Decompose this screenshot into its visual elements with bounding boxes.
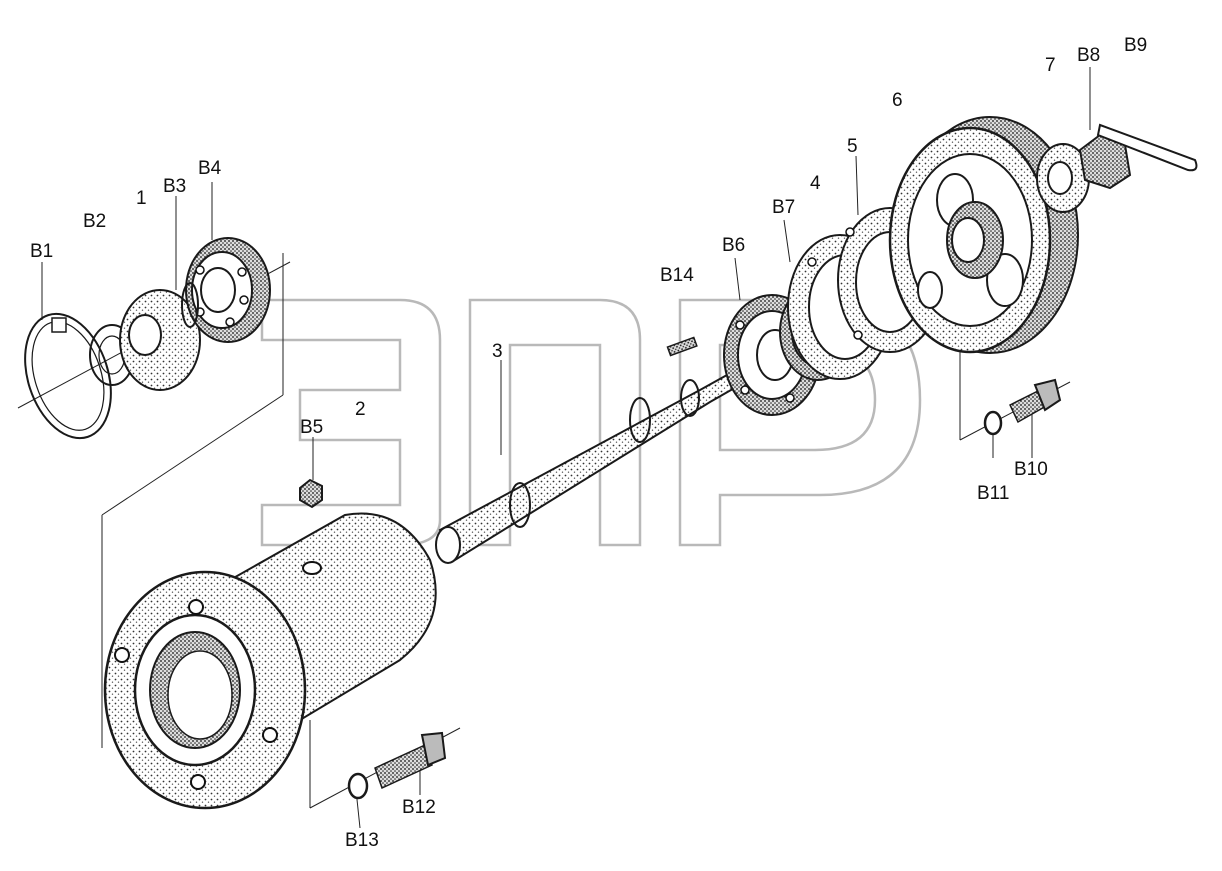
pulley-6: [888, 116, 1079, 354]
label-b3: B3: [163, 176, 187, 197]
retaining-ring-b1: [24, 312, 112, 440]
shaft-3: [435, 363, 754, 564]
label-b7: B7: [772, 197, 796, 218]
label-6: 6: [892, 90, 903, 111]
label-3: 3: [492, 341, 503, 362]
spacer-disc-1: [119, 289, 201, 391]
plug-b5: [299, 478, 323, 509]
label-b11: B11: [977, 483, 1010, 504]
label-4: 4: [810, 173, 821, 194]
label-b10: B10: [1014, 459, 1048, 480]
label-b6: B6: [722, 235, 746, 256]
bolt-b12: [374, 731, 447, 790]
label-7: 7: [1045, 55, 1056, 76]
label-b14: B14: [660, 265, 694, 286]
bolt-b10: [1009, 378, 1062, 424]
label-b2: B2: [83, 211, 107, 232]
housing-2: [103, 512, 437, 810]
label-b1: B1: [30, 241, 54, 262]
cotter-pin-b9: [1096, 123, 1198, 172]
label-1: 1: [136, 188, 147, 209]
bearing-b4: [181, 237, 271, 343]
label-b5: B5: [300, 417, 324, 438]
label-b12: B12: [402, 797, 436, 818]
key-b14: [666, 336, 698, 357]
label-b9: B9: [1124, 35, 1148, 56]
label-b13: B13: [345, 830, 379, 851]
label-b4: B4: [198, 158, 222, 179]
washer-b11: [983, 410, 1003, 436]
label-5: 5: [847, 136, 858, 157]
washer-b13: [347, 772, 369, 800]
label-2: 2: [355, 399, 366, 420]
label-b8: B8: [1077, 45, 1101, 66]
